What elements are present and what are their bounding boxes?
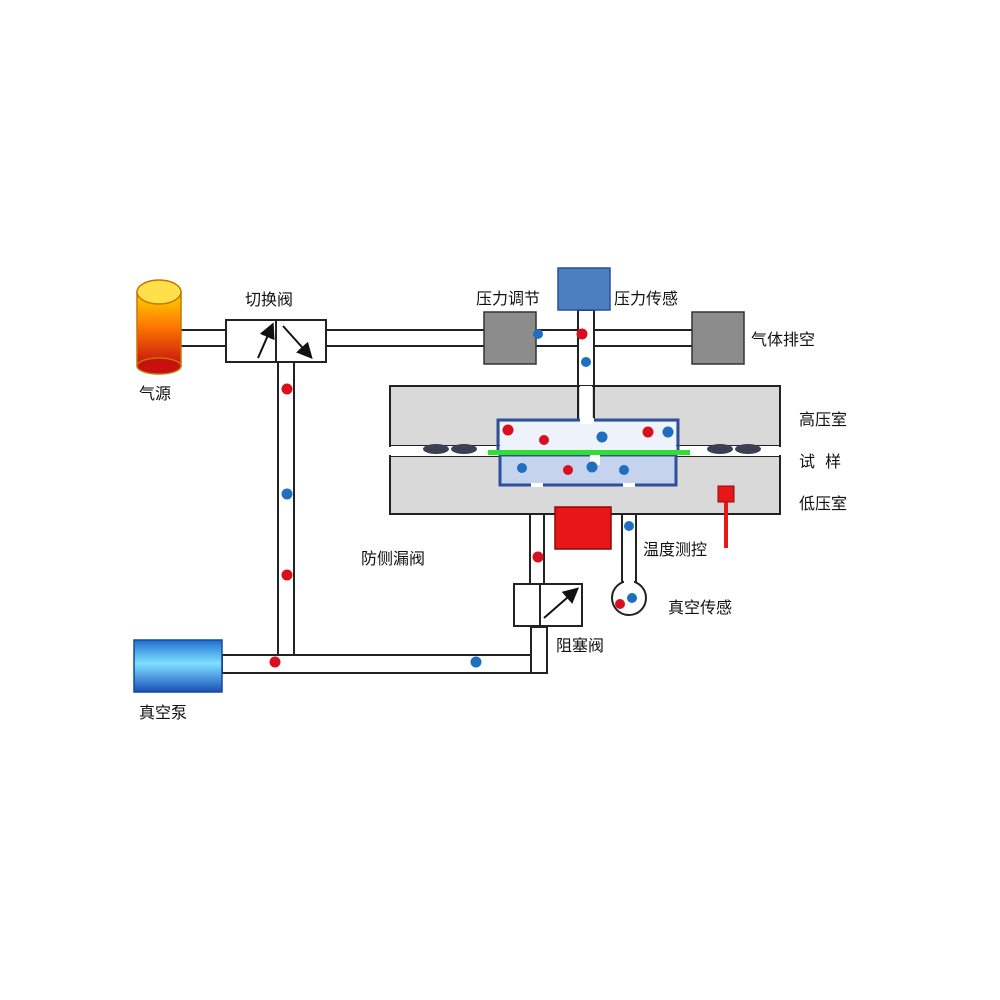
block-valve-label: 阻塞阀	[556, 636, 605, 655]
gas-vent-box	[691, 311, 745, 365]
pipe-source-to-valve	[179, 329, 227, 347]
pressure-sensor-label: 压力传感	[614, 289, 679, 308]
pressure-regulator-label: 压力调节	[476, 289, 541, 308]
anti-leak-valve-label: 防侧漏阀	[361, 549, 426, 568]
switch-valve-symbol	[225, 319, 327, 363]
pipe-valve-to-regulator	[324, 329, 486, 347]
low-pressure-chamber-label: 低压室	[799, 494, 848, 513]
pressure-sensor-box	[557, 267, 611, 311]
gas-vent-label: 气体排空	[751, 330, 816, 349]
high-pressure-chamber-label: 高压室	[799, 410, 848, 429]
lower-test-cell	[498, 453, 678, 487]
vacuum-sensor-label: 真空传感	[668, 598, 733, 617]
temperature-control-label: 温度测控	[643, 540, 708, 559]
vacuum-pump-body	[133, 639, 223, 693]
gas-source-label: 气源	[139, 384, 172, 403]
vacuum-molecules	[281, 329, 674, 668]
block-valve-symbol	[513, 583, 583, 627]
heater-block	[554, 506, 612, 550]
vacuum-pump-label: 真空泵	[139, 703, 188, 722]
sample-label: 试 样	[799, 452, 842, 471]
pressure-regulator-box	[483, 311, 537, 365]
switch-valve-label: 切换阀	[245, 290, 294, 309]
gas-molecules	[269, 328, 654, 668]
sample-film	[488, 450, 690, 455]
gas-source-cylinder	[136, 279, 182, 375]
pipe-valve-down	[277, 361, 295, 668]
pipe-regulator-to-vent	[534, 329, 694, 347]
o-ring-seals	[423, 444, 761, 454]
temperature-probe	[717, 485, 735, 548]
